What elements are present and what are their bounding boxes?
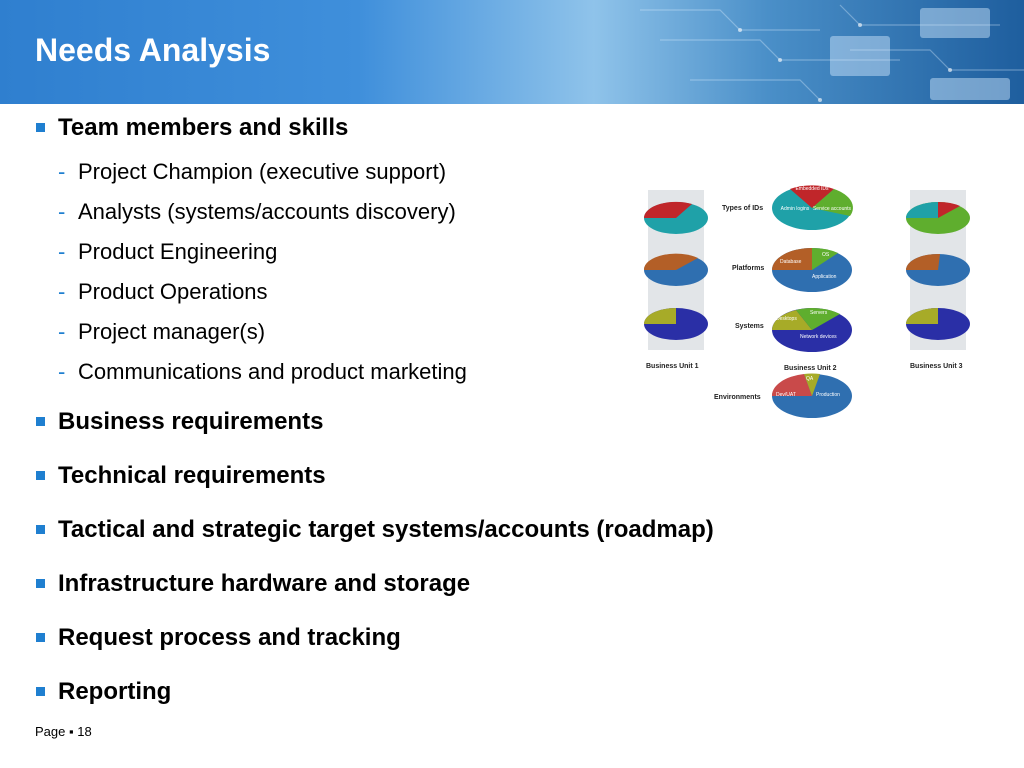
bu1-pie-ids — [643, 201, 708, 234]
title-bar: Needs Analysis — [0, 0, 1024, 104]
bullet-item: Reporting — [36, 676, 856, 730]
dash-icon: - — [58, 159, 66, 184]
business-unit-2-stack: Embedded IDs Admin logins Service accoun… — [771, 185, 853, 418]
bullet-list: Team members and skills - Project Champi… — [36, 112, 856, 730]
sub-bullet-text: Project manager(s) — [78, 319, 266, 344]
sub-bullet-list: - Project Champion (executive support) -… — [36, 152, 856, 392]
system-slice-label: Network devices — [800, 334, 837, 340]
bullet-item: Technical requirements — [36, 460, 856, 514]
row-label-environments: Environments — [714, 394, 761, 401]
sub-bullet-text: Product Operations — [78, 279, 268, 304]
sub-bullet-text: Communications and product marketing — [78, 359, 467, 384]
bu1-pie-platforms — [643, 253, 708, 286]
sub-bullet-item: - Product Engineering — [36, 232, 856, 272]
dash-icon: - — [58, 279, 66, 304]
bullet-square-icon — [36, 123, 45, 132]
system-slice-label: Servers — [810, 310, 828, 316]
business-unit-1-stack — [643, 190, 708, 350]
sub-bullet-text: Project Champion (executive support) — [78, 159, 447, 184]
ids-slice-label: Admin logins — [781, 206, 810, 212]
bullet-text: Team members and skills — [58, 114, 349, 141]
ids-slice-label: Service accounts — [813, 206, 852, 212]
bu2-pie-systems: Servers Desktops Network devices — [772, 308, 852, 352]
bullet-text: Infrastructure hardware and storage — [58, 570, 471, 597]
unit-label-3: Business Unit 3 — [910, 363, 963, 370]
dash-icon: - — [58, 239, 66, 264]
page-footer: Page ▪ 18 — [35, 724, 92, 739]
bullet-square-icon — [36, 417, 45, 426]
unit-label-1: Business Unit 1 — [646, 363, 699, 370]
dash-icon: - — [58, 199, 66, 224]
bu2-pie-platforms: OS Database Application — [772, 247, 852, 292]
bu2-pie-ids: Embedded IDs Admin logins Service accoun… — [772, 185, 853, 230]
page-number: 18 — [77, 724, 92, 739]
bullet-text: Business requirements — [58, 408, 324, 435]
row-label-types-of-ids: Types of IDs — [722, 205, 763, 212]
bullet-text: Tactical and strategic target systems/ac… — [58, 516, 714, 543]
bullet-item: Business requirements — [36, 406, 856, 460]
sub-bullet-item: - Project manager(s) — [36, 312, 856, 352]
dash-icon: - — [58, 319, 66, 344]
business-units-diagram: Embedded IDs Admin logins Service accoun… — [643, 185, 970, 418]
business-unit-3-stack — [905, 190, 970, 350]
bullet-item: Request process and tracking — [36, 622, 856, 676]
bullet-item: Infrastructure hardware and storage — [36, 568, 856, 622]
bu1-pie-systems — [644, 308, 708, 340]
sub-bullet-item: - Project Champion (executive support) — [36, 152, 856, 192]
bullet-square-icon — [36, 579, 45, 588]
row-label-systems: Systems — [735, 323, 764, 330]
bu3-pie-platforms — [905, 253, 970, 286]
sub-bullet-item: - Analysts (systems/accounts discovery) — [36, 192, 856, 232]
bu3-pie-systems — [906, 308, 970, 340]
sub-bullet-item: - Communications and product marketing — [36, 352, 856, 392]
env-slice-label: Dev/UAT — [776, 392, 796, 398]
circuit-board-image — [640, 4, 1024, 102]
sub-bullet-text: Product Engineering — [78, 239, 278, 264]
bu3-pie-ids — [906, 201, 970, 234]
env-slice-label: QA — [806, 376, 814, 382]
bullet-text: Reporting — [58, 678, 172, 705]
bullet-item: Tactical and strategic target systems/ac… — [36, 514, 856, 568]
platform-slice-label: OS — [822, 252, 830, 258]
env-slice-label: Production — [816, 392, 840, 398]
bu2-pie-environments: QA Dev/UAT Production — [771, 373, 852, 418]
slide-title: Needs Analysis — [35, 32, 271, 68]
row-label-platforms: Platforms — [732, 265, 764, 272]
bullet-square-icon — [36, 633, 45, 642]
bullet-item: Team members and skills — [36, 112, 856, 152]
bullet-square-icon — [36, 525, 45, 534]
page-separator-icon: ▪ — [69, 724, 78, 739]
ids-slice-label: Embedded IDs — [795, 186, 829, 192]
platform-slice-label: Database — [780, 259, 802, 265]
bullet-square-icon — [36, 471, 45, 480]
unit-label-2: Business Unit 2 — [784, 365, 837, 372]
system-slice-label: Desktops — [776, 316, 797, 322]
sub-bullet-text: Analysts (systems/accounts discovery) — [78, 199, 456, 224]
bullet-text: Technical requirements — [58, 462, 326, 489]
sub-bullet-item: - Product Operations — [36, 272, 856, 312]
bullet-square-icon — [36, 687, 45, 696]
page-label: Page — [35, 724, 66, 739]
bullet-text: Request process and tracking — [58, 624, 401, 651]
dash-icon: - — [58, 359, 66, 384]
platform-slice-label: Application — [812, 274, 837, 280]
